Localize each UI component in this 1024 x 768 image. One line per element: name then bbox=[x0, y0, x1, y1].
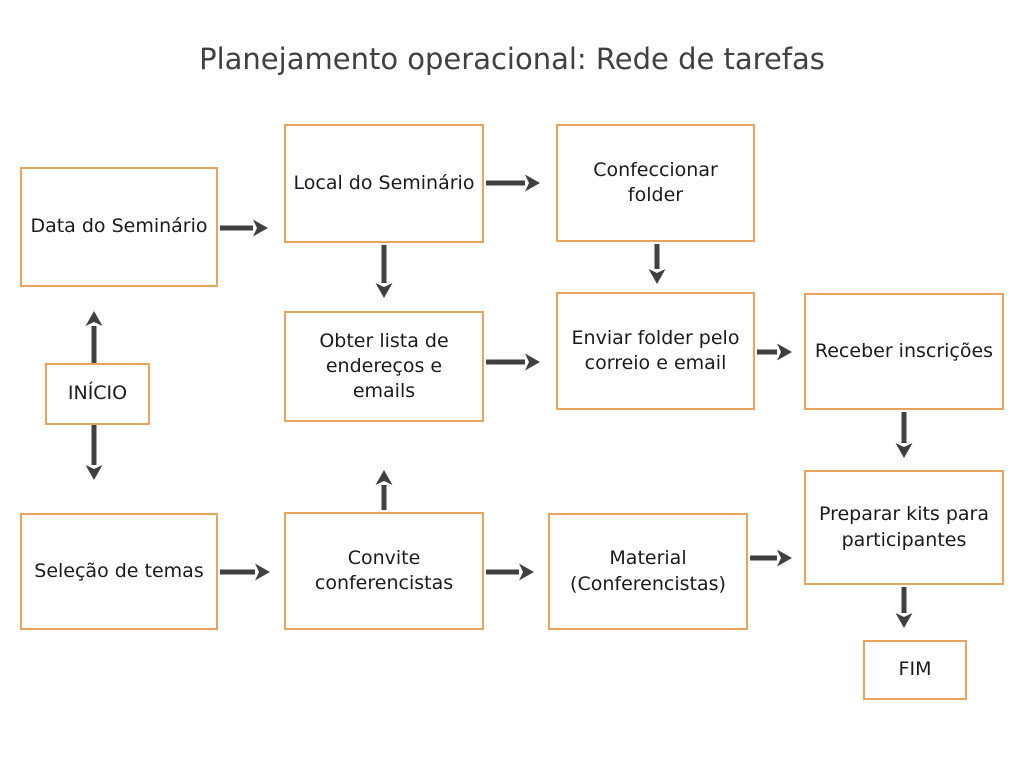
node-local[interactable]: Local do Seminário bbox=[284, 124, 484, 243]
node-label: Confeccionar folder bbox=[593, 158, 718, 206]
node-enviar[interactable]: Enviar folder pelo correio e email bbox=[556, 292, 755, 410]
node-material[interactable]: Material (Conferencistas) bbox=[548, 513, 748, 630]
arrow-head-icon bbox=[525, 353, 540, 371]
arrow-local-to-obter bbox=[375, 245, 393, 298]
arrow-head-icon bbox=[375, 470, 393, 485]
node-label: Convite conferencistas bbox=[314, 546, 454, 594]
arrow-shaft bbox=[91, 425, 97, 465]
arrow-shaft bbox=[750, 555, 777, 561]
arrow-head-icon bbox=[85, 465, 103, 480]
node-label: FIM bbox=[898, 658, 932, 681]
node-label: INÍCIO bbox=[67, 382, 128, 405]
node-label: Seleção de temas bbox=[34, 559, 204, 582]
node-confeccionar[interactable]: Confeccionar folder bbox=[556, 124, 755, 242]
arrow-head-icon bbox=[895, 443, 913, 458]
arrow-shaft bbox=[901, 587, 907, 613]
arrow-shaft bbox=[486, 359, 525, 365]
arrow-shaft bbox=[381, 485, 387, 510]
node-label: Preparar kits para participantes bbox=[818, 503, 990, 551]
node-data[interactable]: Data do Seminário bbox=[20, 167, 218, 287]
arrow-shaft bbox=[901, 412, 907, 443]
arrow-shaft bbox=[220, 569, 255, 575]
node-label: Data do Seminário bbox=[30, 215, 208, 238]
node-label: Material (Conferencistas) bbox=[570, 547, 726, 595]
node-fim[interactable]: FIM bbox=[863, 640, 967, 700]
arrow-preparar-to-fim bbox=[895, 587, 913, 628]
arrow-local-to-confeccionar bbox=[486, 174, 540, 192]
arrow-head-icon bbox=[519, 563, 534, 581]
arrow-shaft bbox=[654, 244, 660, 269]
arrow-head-icon bbox=[525, 174, 540, 192]
arrow-head-icon bbox=[253, 219, 268, 237]
node-convite[interactable]: Convite conferencistas bbox=[284, 512, 484, 630]
node-obter[interactable]: Obter lista de endereços e emails bbox=[284, 311, 484, 422]
arrow-convite-to-obter bbox=[375, 470, 393, 510]
arrow-inicio-to-data bbox=[85, 311, 103, 363]
arrow-selecao-to-convite bbox=[220, 563, 270, 581]
page-title: Planejamento operacional: Rede de tarefa… bbox=[199, 42, 825, 76]
node-preparar[interactable]: Preparar kits para participantes bbox=[804, 470, 1004, 585]
arrow-shaft bbox=[486, 569, 519, 575]
arrow-receber-to-preparar bbox=[895, 412, 913, 458]
arrow-shaft bbox=[91, 326, 97, 363]
node-label: Receber inscrições bbox=[814, 339, 994, 362]
arrow-data-to-local bbox=[220, 219, 268, 237]
arrow-head-icon bbox=[895, 613, 913, 628]
node-selecao[interactable]: Seleção de temas bbox=[20, 513, 218, 630]
arrow-enviar-to-receber bbox=[757, 343, 792, 361]
arrow-inicio-to-selecao bbox=[85, 425, 103, 480]
arrow-head-icon bbox=[777, 549, 792, 567]
arrow-material-to-preparar bbox=[750, 549, 792, 567]
arrow-shaft bbox=[486, 180, 525, 186]
arrow-convite-to-material bbox=[486, 563, 534, 581]
arrow-shaft bbox=[381, 245, 387, 283]
arrow-confeccionar-to-enviar bbox=[648, 244, 666, 284]
arrow-head-icon bbox=[648, 269, 666, 284]
node-inicio[interactable]: INÍCIO bbox=[45, 363, 150, 425]
arrow-head-icon bbox=[85, 311, 103, 326]
arrow-shaft bbox=[220, 225, 253, 231]
arrow-obter-to-enviar bbox=[486, 353, 540, 371]
node-label: Local do Seminário bbox=[293, 171, 475, 194]
arrow-shaft bbox=[757, 349, 777, 355]
node-label: Obter lista de endereços e emails bbox=[319, 329, 449, 403]
node-receber[interactable]: Receber inscrições bbox=[804, 293, 1004, 410]
arrow-head-icon bbox=[777, 343, 792, 361]
node-label: Enviar folder pelo correio e email bbox=[571, 326, 740, 374]
arrow-head-icon bbox=[375, 283, 393, 298]
arrow-head-icon bbox=[255, 563, 270, 581]
